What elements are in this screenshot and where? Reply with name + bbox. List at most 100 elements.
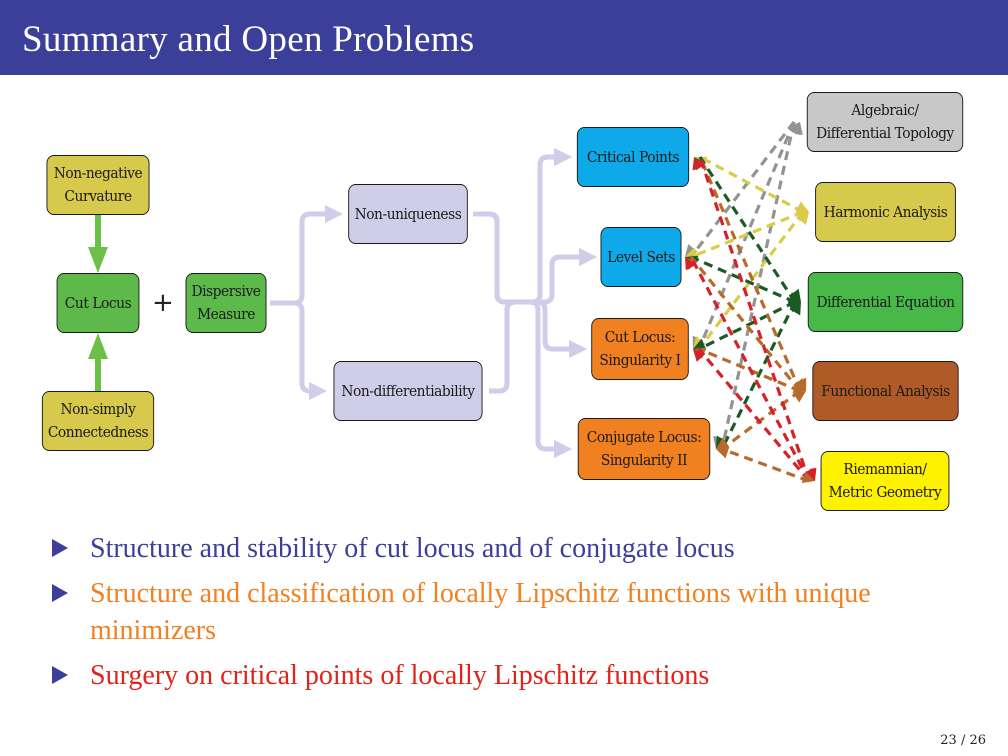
flow-edge-arrowhead	[554, 440, 572, 458]
flow-edge-arrowhead	[554, 148, 572, 166]
dashed-edge-arrowhead	[802, 468, 815, 481]
node-label: Non-uniqueness	[354, 204, 462, 223]
flow-edge-path	[519, 299, 558, 452]
dashed-edges	[685, 121, 817, 484]
node-label: Non-differentiability	[341, 381, 475, 400]
flow-edge-path	[270, 211, 329, 306]
dashed-edge-arrowhead	[791, 122, 803, 136]
plus-sign: +	[152, 288, 174, 318]
node-label: Cut Locus	[64, 293, 132, 312]
flow-edge-path	[489, 299, 519, 394]
node-level-sets: Level Sets	[600, 227, 682, 287]
dashed-edge-arrowhead	[796, 212, 809, 226]
solid-edge-arrowhead	[88, 333, 108, 359]
node-cut-locus: Cut Locus	[56, 273, 140, 333]
flow-edge-path	[519, 299, 573, 352]
slide-title: Summary and Open Problems	[22, 19, 475, 60]
bullet-text: Surgery on critical points of locally Li…	[90, 660, 710, 691]
node-label: Cut Locus:Singularity I	[599, 328, 681, 369]
flow-edge-path	[509, 299, 558, 452]
flow-edge-path	[509, 299, 573, 352]
dashed-edge-arrowhead	[692, 157, 704, 171]
flow-edge-path	[473, 211, 509, 305]
dashed-edge-line	[720, 301, 797, 450]
dashed-edge-line	[721, 389, 801, 451]
dashed-edge-line	[697, 211, 805, 350]
node-label: Critical Points	[586, 147, 680, 166]
flow-edge-path	[489, 299, 519, 394]
bullet-triangle-icon	[52, 666, 68, 684]
bullet-triangle-icon	[52, 584, 68, 602]
node-label: Harmonic Analysis	[823, 202, 948, 221]
node-non-differentiability: Non-differentiability	[333, 361, 483, 421]
flow-edge-arrowhead	[569, 340, 587, 358]
slide-header: Summary and Open Problems	[0, 0, 1008, 75]
page-number: 23 / 26	[940, 733, 986, 748]
flow-edge-path	[473, 211, 509, 305]
dashed-edge-line	[697, 347, 811, 483]
bullet-text: Structure and stability of cut locus and…	[90, 533, 735, 564]
node-label: Level Sets	[607, 247, 675, 266]
flow-edge-path	[509, 254, 583, 305]
flow-edges	[270, 148, 597, 458]
dashed-edge-arrowhead	[716, 437, 730, 449]
dashed-edge-line	[721, 447, 810, 483]
node-functional-analysis: Functional Analysis	[812, 361, 959, 421]
node-label: Riemannian/Metric Geometry	[828, 460, 942, 501]
dashed-edge-arrowhead	[789, 288, 801, 302]
dashed-edge-line	[690, 210, 804, 259]
bullet-triangle-icon	[52, 539, 68, 557]
flow-edge-path	[519, 254, 583, 305]
node-differential-equation: Differential Equation	[807, 272, 964, 332]
flow-edge-path	[489, 299, 519, 394]
solid-edges	[88, 215, 108, 391]
node-riemannian-metric-geometry: Riemannian/Metric Geometry	[820, 451, 950, 511]
flow-edge-path	[473, 211, 509, 305]
dashed-edge-arrowhead	[693, 338, 707, 350]
node-label: Conjugate Locus:Singularity II	[586, 428, 702, 469]
flow-edge-path	[473, 211, 509, 305]
dashed-edge-line	[689, 121, 796, 258]
dashed-edge-line	[698, 300, 796, 351]
bullet-text: Structure and classification of locally …	[90, 578, 871, 646]
dashed-edge-line	[699, 155, 804, 214]
dashed-edge-arrowhead	[716, 446, 730, 459]
dashed-edge-arrowhead	[685, 257, 697, 271]
dashed-edge-line	[698, 347, 801, 393]
node-label: Differential Equation	[816, 292, 955, 311]
dashed-edge-line	[689, 255, 802, 393]
dashed-edge-arrowhead	[787, 292, 801, 304]
bullet-item: Surgery on critical points of locally Li…	[52, 657, 952, 694]
node-algebraic-differential-topology: Algebraic/Differential Topology	[806, 92, 964, 152]
dashed-edge-arrowhead	[801, 471, 815, 484]
bullet-list: Structure and stability of cut locus and…	[52, 530, 952, 702]
dashed-edge-line	[720, 121, 796, 450]
node-cut-locus-singularity-i: Cut Locus:Singularity I	[591, 318, 689, 380]
node-harmonic-analysis: Harmonic Analysis	[815, 182, 956, 242]
dashed-edge-line	[698, 156, 802, 392]
node-conjugate-locus-singularity-ii: Conjugate Locus:Singularity II	[577, 418, 711, 480]
dashed-edge-arrowhead	[693, 349, 706, 362]
solid-edge-arrowhead	[88, 247, 108, 273]
dashed-edge-arrowhead	[792, 391, 806, 403]
node-critical-points: Critical Points	[576, 127, 690, 187]
node-non-uniqueness: Non-uniqueness	[348, 184, 468, 244]
node-label: Algebraic/Differential Topology	[816, 101, 954, 142]
dashed-edge-arrowhead	[685, 247, 699, 259]
dashed-edge-line	[689, 256, 811, 482]
flow-edge-arrowhead	[579, 248, 597, 266]
dashed-edge-arrowhead	[795, 201, 809, 213]
dashed-edge-arrowhead	[789, 302, 801, 316]
flow-edge-arrowhead	[309, 382, 327, 400]
node-label: Functional Analysis	[821, 381, 950, 400]
bullet-item: Structure and stability of cut locus and…	[52, 530, 952, 567]
flow-edge-path	[270, 300, 313, 394]
bullet-item: Structure and classification of locally …	[52, 575, 952, 649]
